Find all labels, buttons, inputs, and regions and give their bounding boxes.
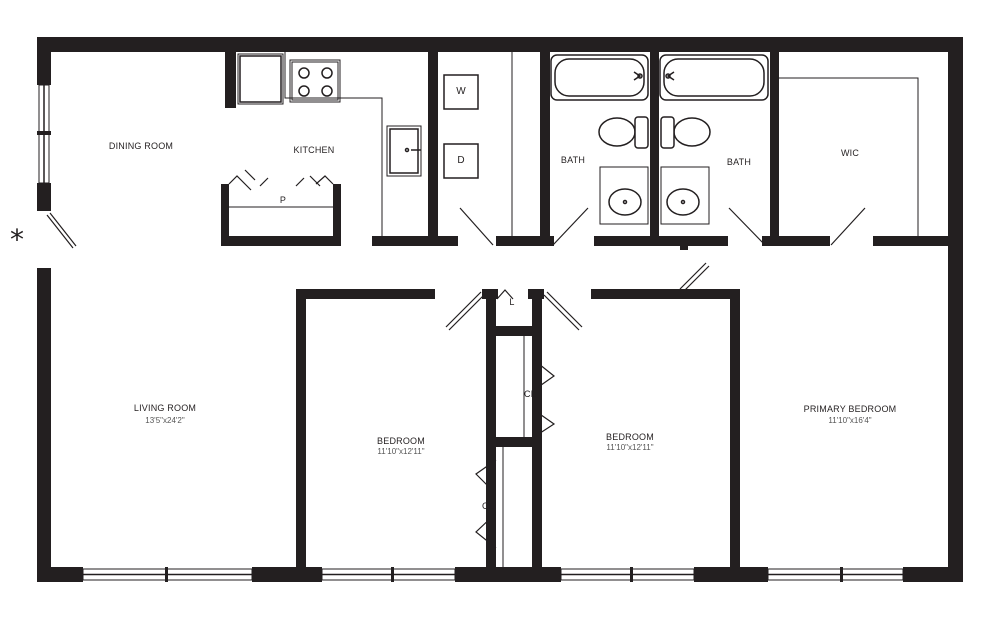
entry-marker: * (10, 223, 24, 256)
primary-bedroom-size: 11'10"x16'4" (828, 416, 872, 425)
bath-2-label: BATH (726, 157, 752, 167)
kitchen-label: KITCHEN (293, 145, 335, 155)
kitchen-fixtures (221, 52, 458, 246)
linen-label: L (509, 297, 515, 307)
primary-bedroom-label: PRIMARY BEDROOM (803, 404, 897, 414)
interior-walls (296, 262, 740, 567)
wic-label: WIC (840, 148, 860, 158)
washer-label: W (456, 86, 466, 97)
bedroom-2-label: BEDROOM (606, 432, 654, 442)
living-room-size: 13'5"x24'2" (145, 416, 185, 425)
dryer-label: D (457, 155, 465, 166)
windows (37, 84, 904, 582)
walk-in-closet (762, 77, 948, 246)
pantry-label: P (279, 195, 287, 205)
closet-1-label: CL (524, 389, 536, 399)
bedroom-2-size: 11'10"x12'11" (606, 443, 654, 452)
bedroom-1-size: 11'10"x12'11" (377, 447, 425, 456)
bathrooms (540, 52, 779, 250)
exterior-walls (37, 37, 963, 582)
laundry (428, 52, 554, 246)
entry-door (46, 212, 77, 249)
bedroom-1-label: BEDROOM (377, 436, 425, 446)
closet-2-label: CL (482, 501, 494, 511)
bath-1-label: BATH (560, 155, 586, 165)
living-room-label: LIVING ROOM (133, 403, 197, 413)
dining-room-label: DINING ROOM (108, 141, 174, 151)
